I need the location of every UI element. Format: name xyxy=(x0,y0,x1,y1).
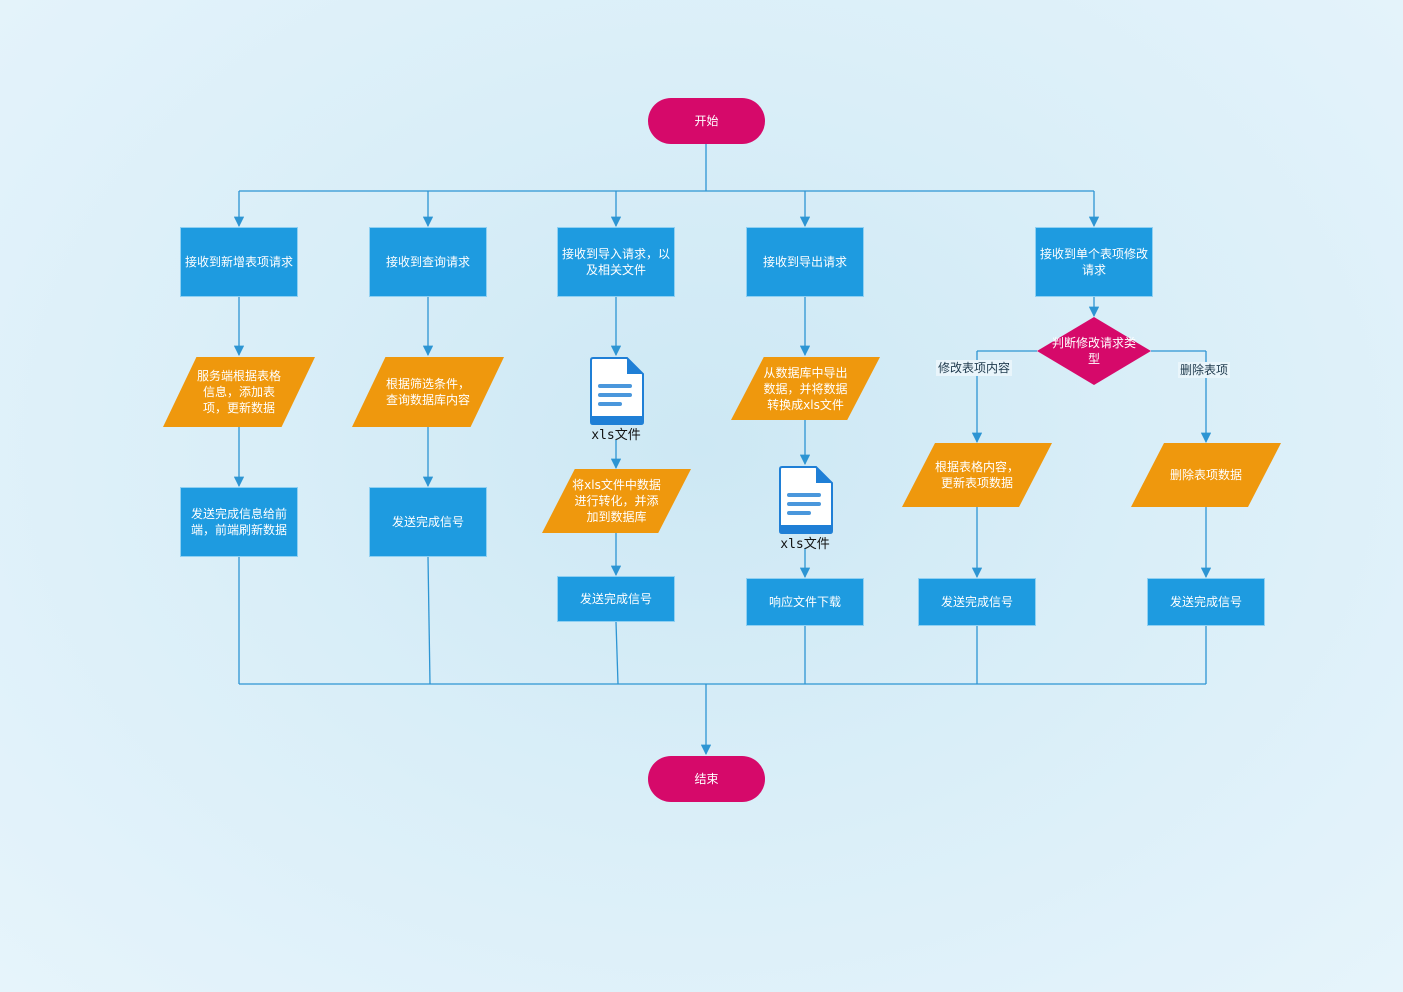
document-icon xyxy=(779,466,833,534)
io-modify-content: 根据表格内容，更新表项数据 xyxy=(902,443,1052,507)
recv-query-request: 接收到查询请求 xyxy=(369,227,487,297)
io-export-text: 从数据库中导出数据，并将数据转换成xls文件 xyxy=(763,365,848,412)
end-node: 结束 xyxy=(648,756,765,802)
edge-label-modify: 修改表项内容 xyxy=(936,360,1013,376)
io-export-data: 从数据库中导出数据，并将数据转换成xls文件 xyxy=(731,357,880,420)
io-query-text: 根据筛选条件，查询数据库内容 xyxy=(385,377,470,407)
done-delete: 发送完成信号 xyxy=(1147,578,1265,626)
export-doc-caption: xls文件 xyxy=(780,537,830,552)
io-add-data: 服务端根据表格信息，添加表项，更新数据 xyxy=(163,357,315,427)
done-import: 发送完成信号 xyxy=(557,576,675,622)
import-doc-caption: xls文件 xyxy=(591,428,641,443)
recv-modify-request: 接收到单个表项修改请求 xyxy=(1035,227,1153,297)
io-import-convert: 将xls文件中数据进行转化，并添加到数据库 xyxy=(542,469,691,533)
io-modify-text: 根据表格内容，更新表项数据 xyxy=(934,460,1019,490)
io-delete-item: 删除表项数据 xyxy=(1131,443,1281,507)
decision-text: 判断修改请求类型 xyxy=(1051,336,1136,366)
io-add-text: 服务端根据表格信息，添加表项，更新数据 xyxy=(196,369,281,415)
done-export: 响应文件下载 xyxy=(746,578,864,626)
done-query: 发送完成信号 xyxy=(369,487,487,557)
document-icon xyxy=(590,357,644,425)
io-import-text: 将xls文件中数据进行转化，并添加到数据库 xyxy=(572,478,661,524)
decision-node: 判断修改请求类型 xyxy=(1037,317,1151,385)
recv-export-request: 接收到导出请求 xyxy=(746,227,864,297)
io-query-db: 根据筛选条件，查询数据库内容 xyxy=(352,357,504,427)
done-modify: 发送完成信号 xyxy=(918,578,1036,626)
recv-add-request: 接收到新增表项请求 xyxy=(180,227,298,297)
edge-label-delete: 删除表项 xyxy=(1178,362,1231,378)
start-node: 开始 xyxy=(648,98,765,144)
recv-import-request: 接收到导入请求，以及相关文件 xyxy=(557,227,675,297)
done-add: 发送完成信息给前端，前端刷新数据 xyxy=(180,487,298,557)
io-delete-text: 删除表项数据 xyxy=(1169,468,1242,482)
